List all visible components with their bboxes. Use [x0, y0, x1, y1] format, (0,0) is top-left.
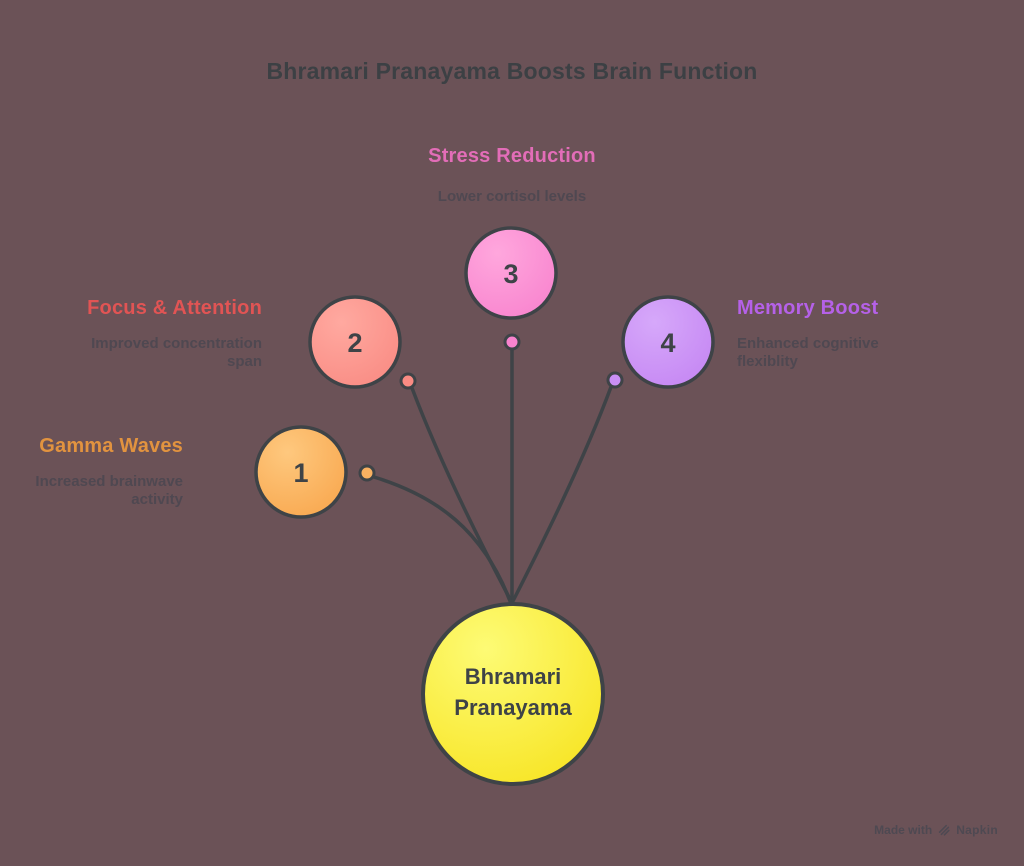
node-circle-memory [621, 295, 715, 389]
connector-dot-stress [503, 333, 521, 351]
node-number-focus: 2 [347, 328, 362, 358]
node-number-stress: 3 [503, 259, 518, 289]
node-circle-gamma [254, 425, 348, 519]
connector-dot-memory [606, 371, 624, 389]
center-node-label: Bhramari Pranayama [454, 664, 572, 720]
watermark: Made with Napkin [874, 823, 998, 837]
node-circle-stress [464, 226, 558, 320]
node-description-stress: Lower cortisol levels [437, 188, 587, 205]
page-title: Bhramari Pranayama Boosts Brain Function [266, 58, 758, 84]
watermark-prefix: Made with [874, 823, 933, 837]
node-heading-focus: Focus & Attention [87, 297, 262, 319]
connector-line-gamma [372, 475, 512, 603]
node-number-memory: 4 [660, 328, 675, 358]
node-heading-gamma: Gamma Waves [39, 435, 183, 457]
node-circle-focus [308, 295, 402, 389]
connector-dot-focus [399, 372, 417, 390]
connector-line-memory [511, 385, 613, 603]
node-description-focus: Improved concentration span [91, 335, 262, 371]
center-circle [421, 602, 605, 786]
node-number-gamma: 1 [293, 458, 308, 488]
napkin-logo-icon [937, 823, 951, 837]
watermark-brand: Napkin [956, 823, 998, 837]
node-description-memory: Enhanced cognitive flexiblity [737, 335, 879, 371]
node-description-gamma: Increased brainwave activity [35, 473, 183, 509]
connector-dot-gamma [358, 464, 376, 482]
node-heading-stress: Stress Reduction [428, 145, 596, 167]
node-heading-memory: Memory Boost [737, 297, 879, 319]
